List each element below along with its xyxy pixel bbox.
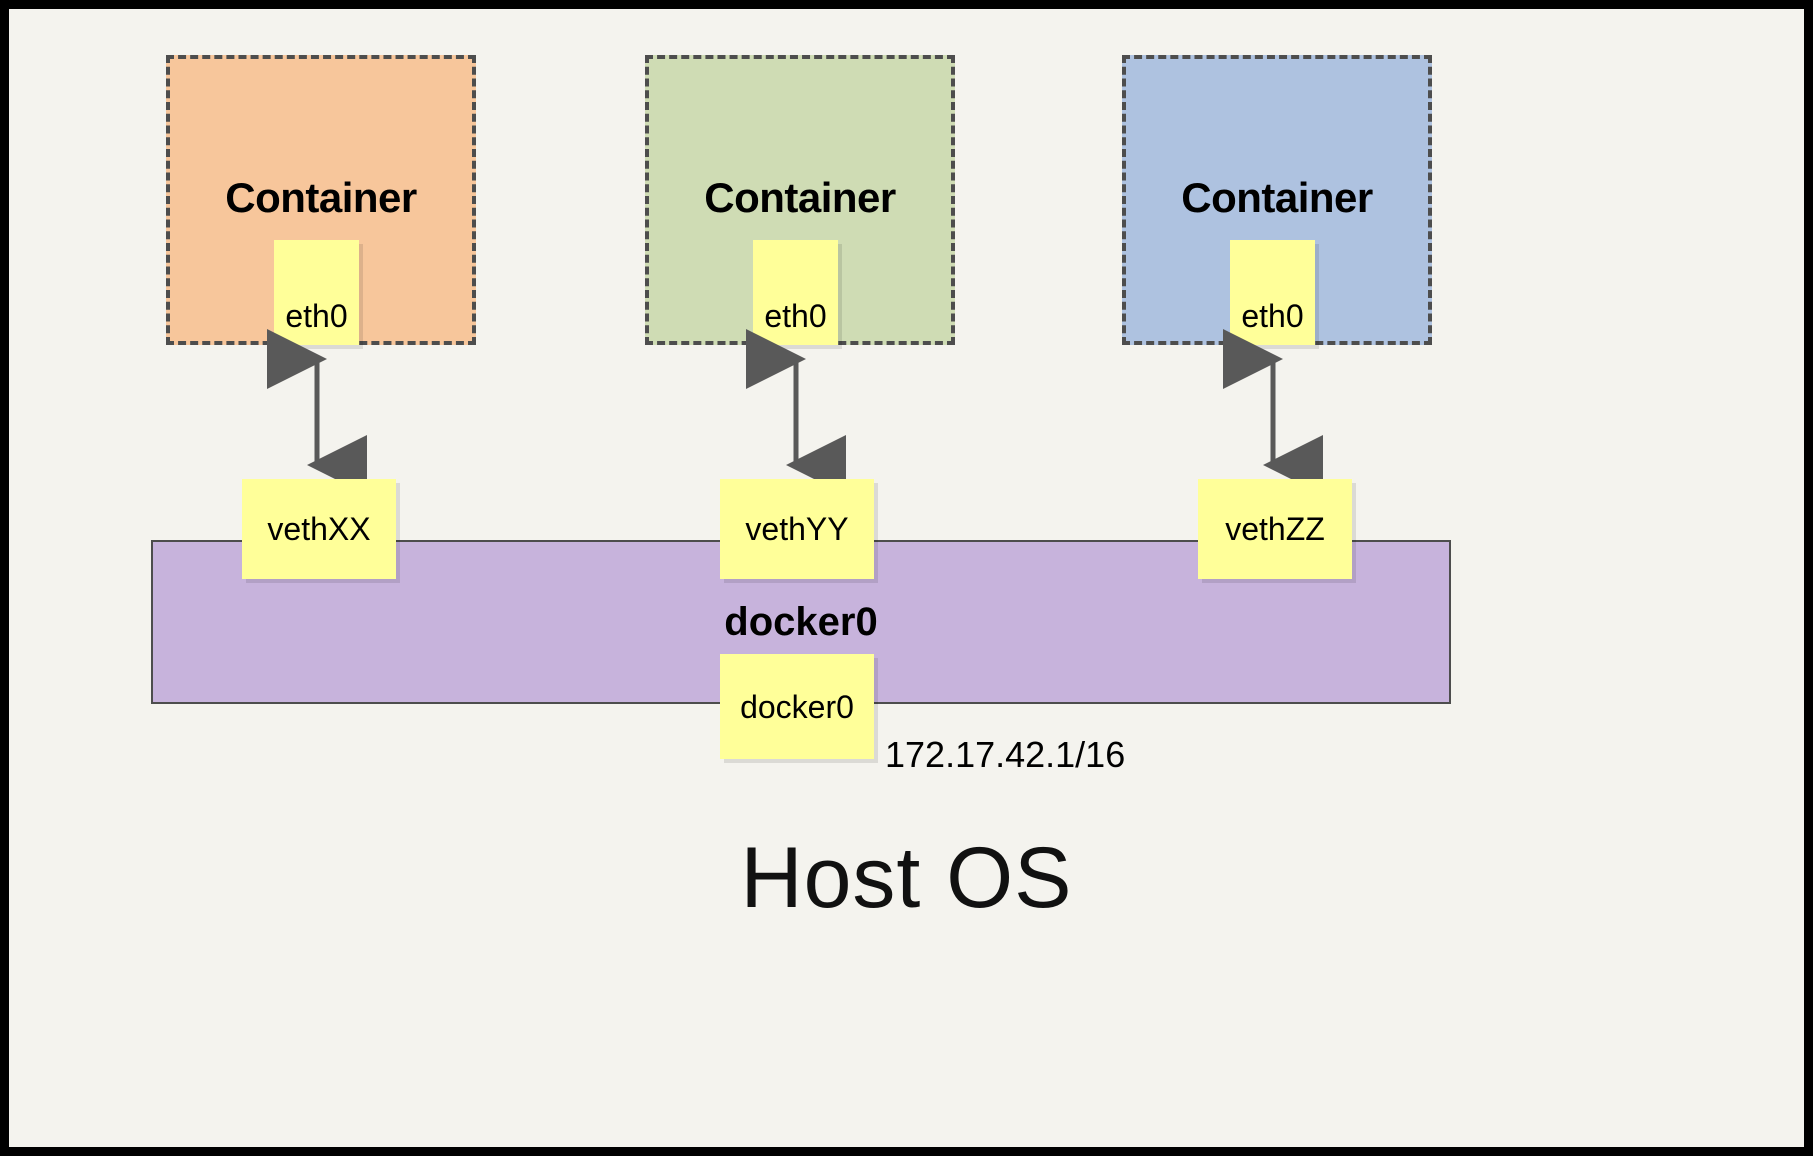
vethxx-box: vethXX [242, 479, 396, 579]
vethyy-label: vethYY [745, 511, 849, 547]
docker0-tag-label: docker0 [740, 688, 854, 725]
container-title-2: Container [704, 174, 896, 221]
vethzz-box: vethZZ [1198, 479, 1352, 579]
eth0-box-3: eth0 [1230, 240, 1315, 345]
vethzz-label: vethZZ [1225, 511, 1325, 547]
eth0-box-2: eth0 [753, 240, 838, 345]
vethyy-box: vethYY [720, 479, 874, 579]
eth0-label-1: eth0 [285, 297, 348, 334]
eth0-label-2: eth0 [764, 297, 827, 334]
eth0-box-1: eth0 [274, 240, 359, 345]
veth-arrow-2 [746, 329, 846, 495]
docker0-ip-label: 172.17.42.1/16 [885, 734, 1126, 775]
veth-arrow-3 [1223, 329, 1323, 495]
veth-arrow-1 [267, 329, 367, 495]
vethxx-label: vethXX [267, 511, 371, 547]
container-title-1: Container [225, 174, 417, 221]
docker0-bridge-title: docker0 [724, 600, 878, 644]
docker0-tag-box: docker0 [720, 654, 874, 759]
host-os-label: Host OS [740, 830, 1073, 926]
eth0-label-3: eth0 [1241, 297, 1304, 334]
container-title-3: Container [1181, 174, 1373, 221]
